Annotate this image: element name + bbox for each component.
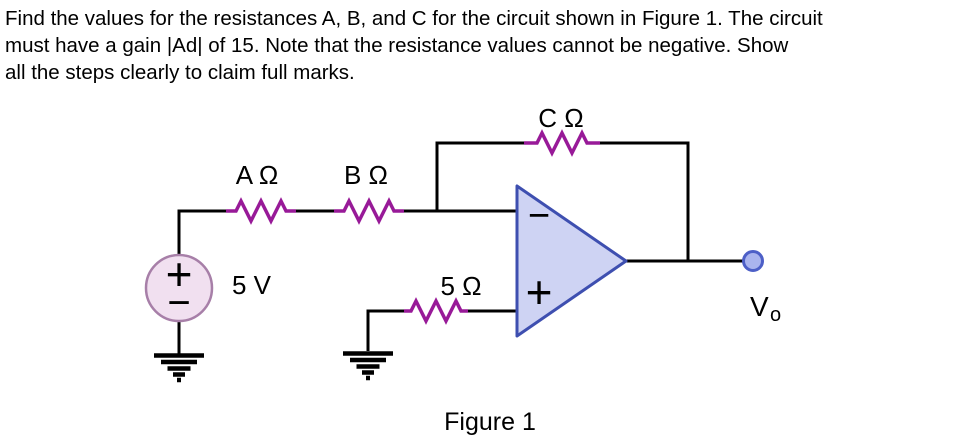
output-terminal — [742, 250, 764, 272]
resistor-5ohm — [404, 297, 468, 325]
figure-caption: Figure 1 — [444, 408, 536, 436]
voltage-source: + − — [144, 248, 214, 325]
ground-source-icon — [154, 353, 204, 383]
opamp-noninverting-input-plus-icon: + — [526, 266, 553, 318]
voltage-source-body — [144, 253, 214, 323]
resistor-b-label: B Ω — [344, 160, 388, 190]
question-text: Find the values for the resistances A, B… — [5, 5, 953, 86]
ground-noninverting-icon — [343, 351, 393, 381]
opamp-triangle — [515, 184, 628, 338]
opamp-inverting-input-minus-icon: − — [528, 195, 550, 237]
resistor-c — [524, 129, 600, 157]
resistor-c-label: C Ω — [538, 103, 583, 133]
wires — [177, 141, 744, 354]
voltage-source-plus-icon: + — [166, 248, 193, 300]
resistor-b — [334, 197, 404, 225]
resistor-5ohm-label: 5 Ω — [440, 271, 481, 301]
opamp: − + — [515, 184, 628, 338]
question-line-2: must have a gain |Ad| of 15. Note that t… — [5, 34, 789, 57]
question-line-1: Find the values for the resistances A, B… — [5, 7, 823, 30]
output-voltage-label: V — [750, 291, 769, 322]
question-line-3: all the steps clearly to claim full mark… — [5, 61, 355, 84]
resistor-a-label: A Ω — [236, 160, 279, 190]
voltage-source-minus-icon: − — [167, 281, 190, 325]
output-voltage-label-subscript: o — [770, 304, 781, 326]
voltage-source-label: 5 V — [232, 270, 272, 300]
resistor-a — [226, 197, 296, 225]
